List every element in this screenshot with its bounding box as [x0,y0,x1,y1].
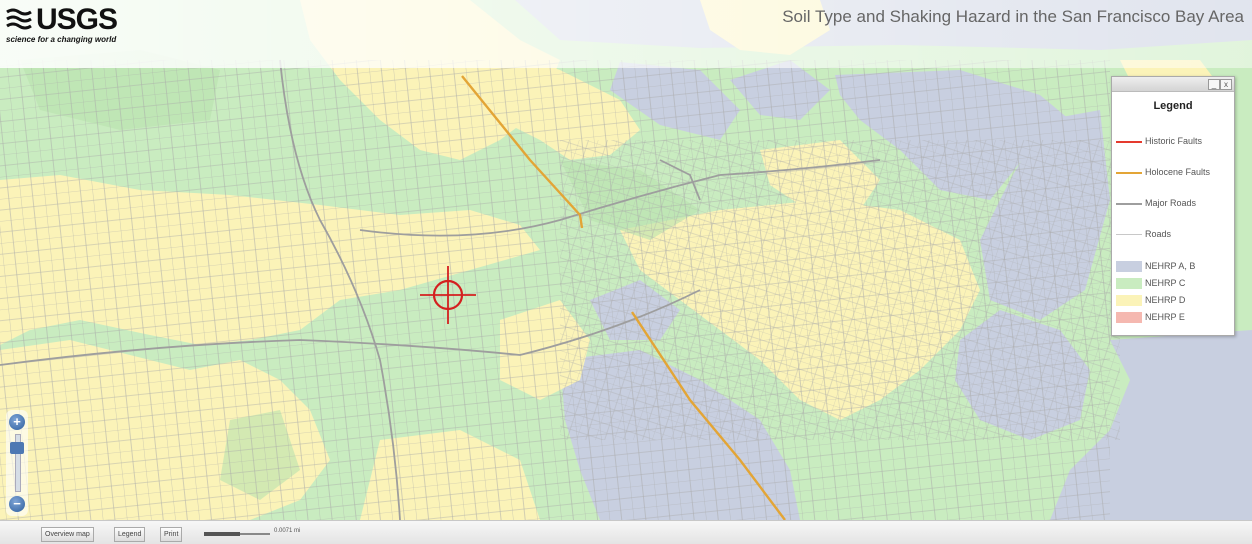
legend-item-holocene-faults: Holocene Faults [1112,166,1234,180]
usgs-wave-icon [6,8,32,30]
legend-item-nehrp-e: NEHRP E [1112,311,1234,325]
legend-panel[interactable]: _ x Legend Historic Faults Holocene Faul… [1111,76,1235,336]
legend-title: Legend [1153,100,1193,112]
major-road-symbol [1116,203,1142,205]
close-button[interactable]: x [1220,79,1232,90]
legend-item-nehrp-c: NEHRP C [1112,277,1234,291]
print-button[interactable]: Print [160,527,183,542]
nehrp-c-swatch [1116,278,1142,289]
road-symbol [1116,234,1142,235]
legend-item-nehrp-d: NEHRP D [1112,294,1234,308]
map-viewport[interactable]: USGS science for a changing world Soil T… [0,0,1252,520]
legend-item-nehrp-ab: NEHRP A, B [1112,260,1234,274]
historic-fault-symbol [1116,141,1142,143]
logo-text: USGS [36,3,118,36]
street-grid-east [560,140,1120,440]
legend-titlebar[interactable]: _ x [1112,77,1234,92]
usgs-logo[interactable]: USGS science for a changing world [6,4,118,48]
nehrp-ab-swatch [1116,261,1142,272]
crosshair-icon [420,266,476,324]
overview-map-button[interactable]: Overview map [41,527,94,542]
zoom-out-button[interactable]: − [9,496,25,512]
scale-bar [204,532,270,536]
nehrp-e-swatch [1116,312,1142,323]
page-title: Soil Type and Shaking Hazard in the San … [782,7,1244,26]
nehrp-d-swatch [1116,295,1142,306]
legend-item-roads: Roads [1112,228,1234,242]
zoom-slider-handle[interactable] [10,442,24,454]
holocene-fault-symbol [1116,172,1142,174]
map-canvas[interactable] [0,0,1252,520]
legend-item-historic-faults: Historic Faults [1112,135,1234,149]
holocene-faults [461,75,786,520]
legend-button[interactable]: Legend [114,527,146,542]
bottom-toolbar: Overview map Legend Print 0.0071 mi [0,520,1252,544]
logo-tagline: science for a changing world [6,35,117,44]
legend-item-major-roads: Major Roads [1112,197,1234,211]
scale-label: 0.0071 mi [274,528,301,534]
zoom-control: + − [6,410,28,516]
zoom-slider-track[interactable] [15,434,21,492]
minimize-button[interactable]: _ [1208,79,1220,90]
header-bar: USGS science for a changing world Soil T… [0,0,1252,68]
major-roads [0,59,881,520]
zoom-in-button[interactable]: + [9,414,25,430]
